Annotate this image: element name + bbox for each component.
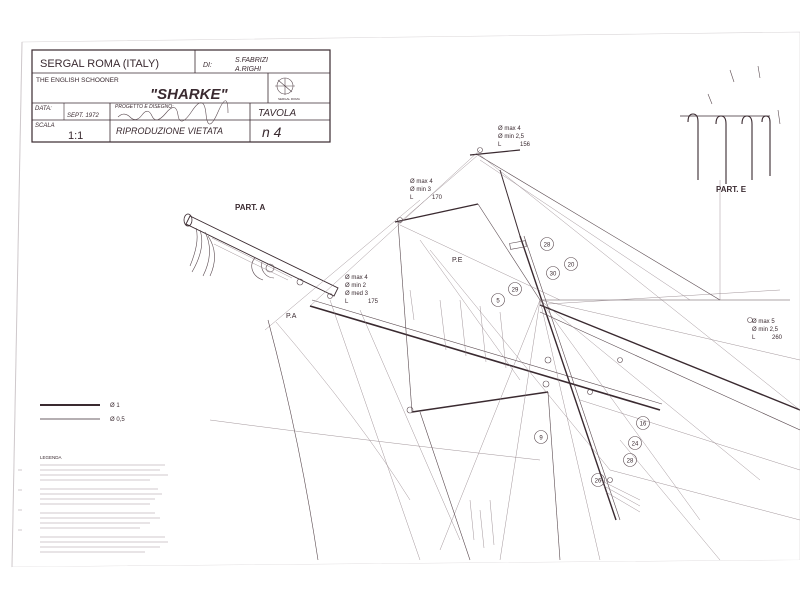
svg-text:170: 170 <box>432 195 443 201</box>
progetto-label: PROGETTO E DISEGNO: <box>115 104 174 110</box>
part-number: 20 <box>564 257 578 271</box>
spec-label-3: Ø max 4 Ø min 2 Ø med 3 L 175 <box>345 275 379 305</box>
spec-label-2: Ø max 4 Ø min 3 L 170 <box>410 179 443 201</box>
svg-text:5: 5 <box>496 299 500 305</box>
tavola-value: n 4 <box>262 124 282 140</box>
svg-text:Ø max 4: Ø max 4 <box>345 275 368 281</box>
part-e-detail <box>680 65 781 184</box>
svg-text:156: 156 <box>520 142 531 148</box>
part-number: 9 <box>534 430 548 444</box>
svg-text:28: 28 <box>627 459 634 465</box>
line-thickness-legend: Ø 1 Ø 0,5 <box>40 403 125 423</box>
designer-1: S.FABRIZI <box>235 57 268 64</box>
designer-2: A.RIGHI <box>234 66 261 73</box>
title-block: SERGAL ROMA (ITALY) DI: S.FABRIZI A.RIGH… <box>31 49 331 143</box>
paper-sheet <box>11 31 800 568</box>
pe-label: P.E <box>452 257 463 264</box>
upper-yard <box>394 203 479 223</box>
part-a-spar <box>185 215 339 297</box>
svg-text:L: L <box>498 142 502 148</box>
scala-value: 1:1 <box>68 130 83 142</box>
part-number: 24 <box>628 436 642 450</box>
part-number: 26 <box>591 473 605 487</box>
svg-text:9: 9 <box>539 436 543 442</box>
scala-label: SCALA <box>35 123 55 129</box>
part-number: 29 <box>508 282 522 296</box>
main-boom <box>539 304 800 411</box>
bowsprit-spar <box>309 305 661 411</box>
svg-text:L: L <box>345 299 349 305</box>
svg-text:Ø med 3: Ø med 3 <box>345 291 369 297</box>
part-number: 5 <box>491 293 505 307</box>
part-number-circles: 28 20 30 29 5 9 16 24 28 26 <box>491 237 650 487</box>
svg-text:29: 29 <box>512 288 519 294</box>
svg-text:175: 175 <box>368 299 379 305</box>
paper-left-edge <box>11 41 23 568</box>
svg-text:20: 20 <box>568 263 575 269</box>
svg-text:16: 16 <box>640 422 647 428</box>
svg-text:SERGAL ROMA: SERGAL ROMA <box>278 97 300 101</box>
svg-text:Ø min 2,5: Ø min 2,5 <box>752 327 779 333</box>
rigging-drawing <box>209 147 800 561</box>
svg-text:Ø max 5: Ø max 5 <box>752 319 775 325</box>
ship-subtitle: THE ENGLISH SCHOONER <box>36 77 119 84</box>
svg-text:28: 28 <box>544 243 551 249</box>
svg-text:24: 24 <box>632 442 639 448</box>
svg-text:30: 30 <box>550 272 557 278</box>
pa-label: P.A <box>286 313 297 320</box>
part-a-detail <box>183 213 339 297</box>
part-number: 30 <box>546 266 560 280</box>
part-number: 16 <box>636 416 650 430</box>
spec-label-4: Ø max 5 Ø min 2,5 L 260 <box>752 319 783 341</box>
svg-text:Ø min 2,5: Ø min 2,5 <box>498 134 525 140</box>
spec-label-1: Ø max 4 Ø min 2,5 L 156 <box>498 126 531 148</box>
part-number: 28 <box>540 237 554 251</box>
ship-name: "SHARKE" <box>150 86 228 103</box>
part-a-label: PART. A <box>235 203 265 212</box>
svg-text:Ø max 4: Ø max 4 <box>498 126 521 132</box>
svg-text:Ø max 4: Ø max 4 <box>410 179 433 185</box>
sergal-logo: SERGAL ROMA <box>275 77 300 101</box>
svg-text:L: L <box>410 195 414 201</box>
legend-thick-label: Ø 1 <box>110 403 120 409</box>
legenda-block: LEGENDA <box>18 455 168 553</box>
svg-text:L: L <box>752 335 756 341</box>
paper-fold <box>0 560 800 600</box>
legend-thin-label: Ø 0,5 <box>110 417 125 423</box>
legenda-title: LEGENDA <box>40 455 62 460</box>
data-value: SEPT. 1972 <box>67 113 99 119</box>
svg-text:Ø min 2: Ø min 2 <box>345 283 367 289</box>
svg-text:Ø min 3: Ø min 3 <box>410 187 432 193</box>
reproduction-note: RIPRODUZIONE VIETATA <box>116 126 223 136</box>
maker-name: SERGAL ROMA (ITALY) <box>40 58 159 70</box>
part-e-label: PART. E <box>716 185 747 194</box>
data-label: DATA: <box>35 106 52 112</box>
part-number: 28 <box>623 453 637 467</box>
signature-drawing <box>117 100 229 125</box>
main-mast <box>519 235 617 521</box>
svg-text:26: 26 <box>595 479 602 485</box>
tavola-label: TAVOLA <box>258 108 296 119</box>
title-block-frame <box>31 49 331 143</box>
svg-text:260: 260 <box>772 335 783 341</box>
legenda-fine-print <box>40 464 168 553</box>
designer-label: DI: <box>203 62 212 69</box>
